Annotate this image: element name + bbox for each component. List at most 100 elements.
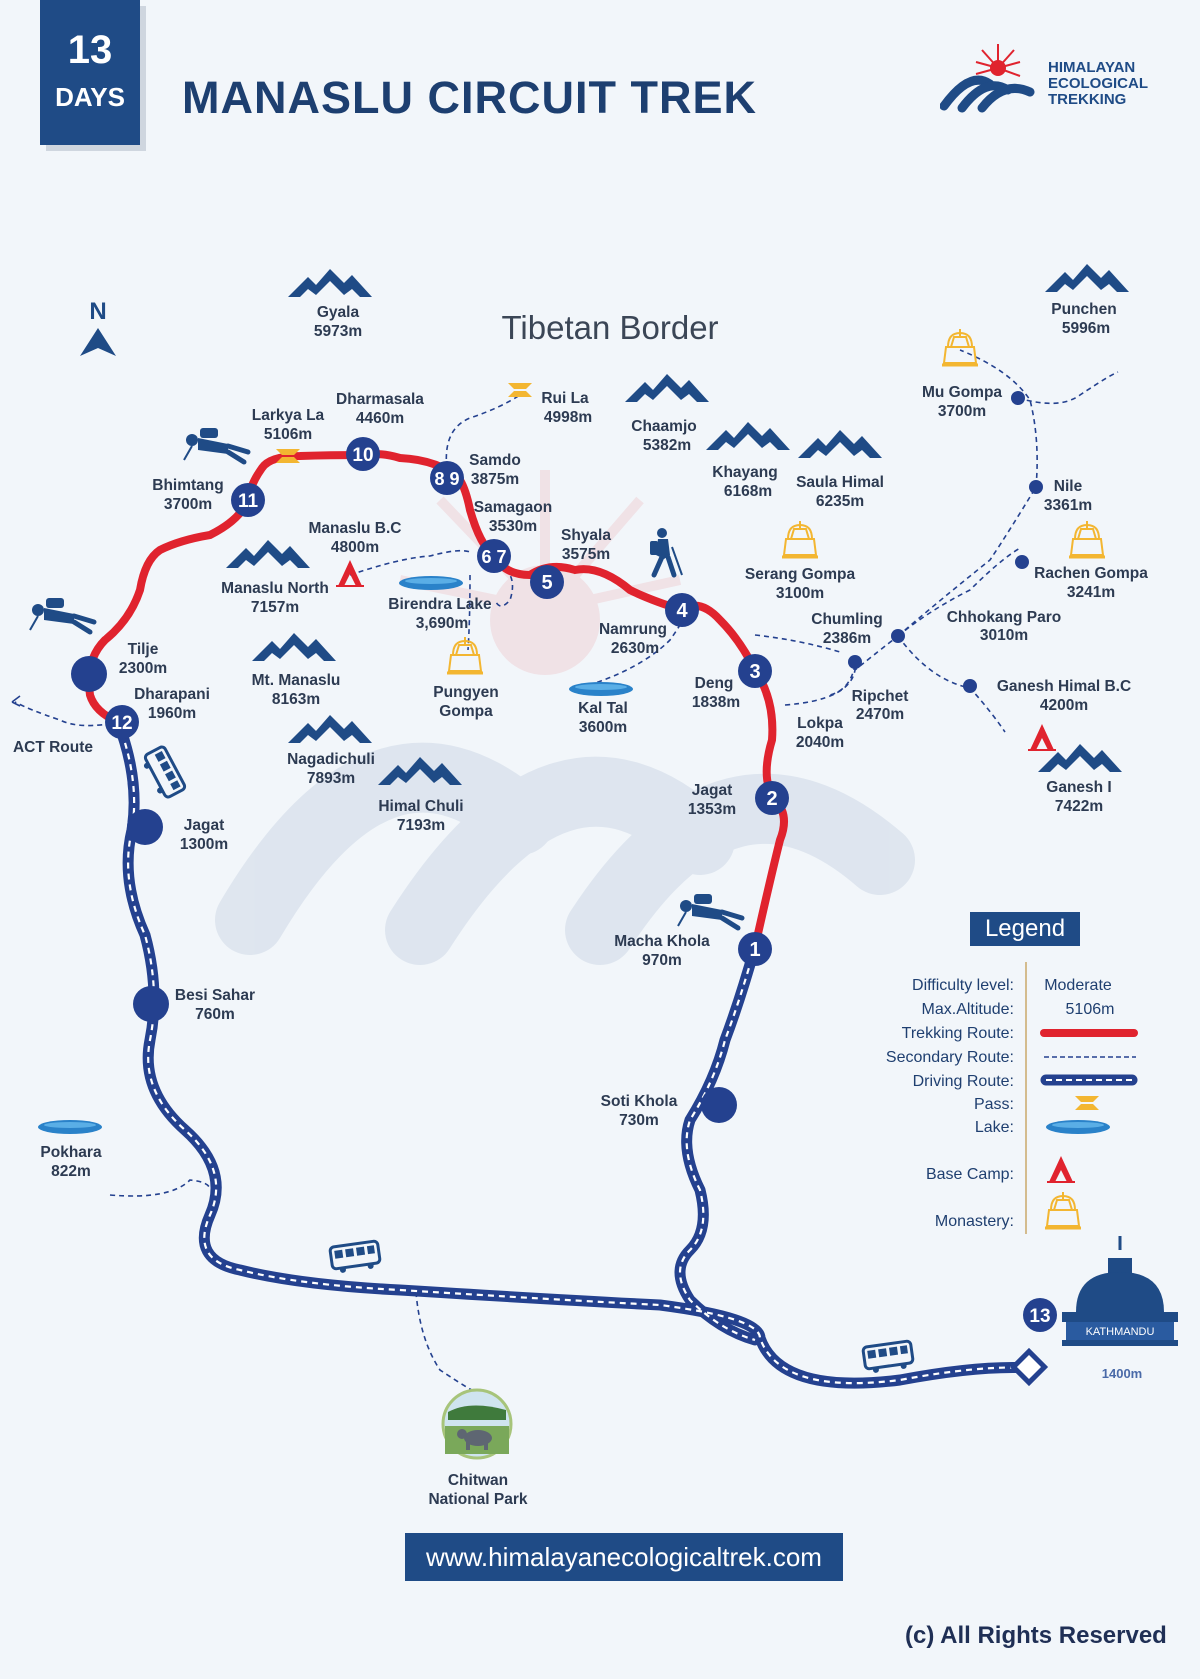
legend-label-base-camp: Base Camp: (926, 1166, 1014, 1183)
stop-marker-4: 4 (665, 593, 699, 627)
svg-text:11: 11 (238, 491, 259, 512)
birendra-lake-alt: 3,690m (416, 615, 469, 632)
tibetan-border-label: Tibetan Border (501, 309, 718, 346)
chhokang-name: Chhokang Paro (947, 609, 1062, 626)
ganesh-bc-alt: 4200m (1040, 697, 1088, 714)
mountain-icon (226, 540, 310, 568)
legend-label-monastery: Monastery: (935, 1213, 1014, 1230)
serang-gompa-name: Serang Gompa (745, 566, 856, 583)
stop-10-name: Dharmasala (336, 391, 424, 408)
rui-la-alt: 4998m (544, 409, 592, 426)
days-label: DAYS (55, 82, 125, 112)
stop-8-9-alt: 3875m (471, 471, 519, 488)
stop-4-name: Namrung (599, 621, 667, 638)
stop-marker-5: 5 (530, 565, 564, 599)
tilje-alt: 2300m (119, 660, 167, 677)
stop-11-name: Bhimtang (152, 477, 223, 494)
tilje-name: Tilje (128, 641, 159, 658)
driving-route-dashes (116, 721, 1031, 1385)
kal-tal-alt: 3600m (579, 719, 627, 736)
stop-marker-12: 12 (105, 705, 139, 739)
svg-text:8 9: 8 9 (434, 469, 459, 489)
peak-punchen-alt: 5996m (1062, 320, 1110, 337)
lake-icon (399, 576, 463, 590)
stop-6-7-name: Samagaon (474, 499, 552, 516)
peak-chaamjo-name: Chaamjo (631, 418, 696, 435)
lake-icon (38, 1120, 102, 1134)
ganesh-bc-name: Ganesh Himal B.C (997, 678, 1131, 695)
page-title: MANASLU CIRCUIT TREK (182, 72, 757, 123)
bus-icon (328, 1239, 383, 1276)
stupa-icon (940, 327, 980, 367)
peak-nagadichuli-alt: 7893m (307, 770, 355, 787)
rachen-gompa-alt: 3241m (1067, 584, 1115, 601)
stop-3-name: Deng (695, 675, 734, 692)
svg-text:5: 5 (541, 572, 552, 594)
mountain-icon (288, 269, 372, 297)
lokpa-alt: 2040m (796, 734, 844, 751)
hiker-icon (650, 528, 682, 575)
svg-text:6 7: 6 7 (481, 547, 506, 567)
mu-gompa-alt: 3700m (938, 403, 986, 420)
nile-name: Nile (1054, 478, 1083, 495)
lake-icon (569, 682, 633, 696)
stop-marker-11: 11 (231, 483, 265, 517)
peak-ganesh-alt: 7422m (1055, 798, 1103, 815)
peak-nagadichuli-name: Nagadichuli (287, 751, 375, 768)
pokhara-alt: 822m (51, 1163, 91, 1180)
peak-himal-chuli-alt: 7193m (397, 817, 445, 834)
logo-line-1: HIMALAYAN (1048, 59, 1136, 76)
days-number: 13 (67, 28, 113, 72)
chhokang-alt: 3010m (980, 627, 1028, 644)
copyright-notice: (c) All Rights Reserved (905, 1622, 1167, 1649)
trekking-route (85, 450, 788, 951)
climber-icon (184, 428, 248, 462)
peak-khayang-alt: 6168m (724, 483, 772, 500)
logo-text: HIMALAYAN ECOLOGICAL TREKKING (1048, 60, 1148, 108)
bus-icon (138, 744, 188, 803)
jagat-lower-alt: 1300m (180, 836, 228, 853)
larkya-la-name: Larkya La (252, 407, 325, 424)
website-link[interactable]: www.himalayanecologicaltrek.com (405, 1533, 843, 1581)
pass-icon (508, 383, 532, 397)
stop-marker-8-9: 8 9 (430, 461, 464, 495)
peak-saula-alt: 6235m (816, 493, 864, 510)
legend-label-pass: Pass: (974, 1096, 1014, 1113)
stupa-icon (445, 635, 485, 675)
svg-text:3: 3 (749, 661, 760, 683)
stop-marker-3: 3 (738, 654, 772, 688)
peak-manaslu-north-name: Manaslu North (221, 580, 329, 597)
pokhara-name: Pokhara (40, 1144, 102, 1161)
peak-gyala-alt: 5973m (314, 323, 362, 340)
stop-6-7-alt: 3530m (489, 518, 537, 535)
legend-label-secondary: Secondary Route: (886, 1049, 1014, 1066)
stop-marker-13: 13 (1023, 1298, 1057, 1332)
legend-label-driving: Driving Route: (913, 1073, 1014, 1090)
besi-sahar-name: Besi Sahar (175, 987, 255, 1004)
pungyen-name: Pungyen (433, 684, 498, 701)
stupa-icon (780, 519, 820, 559)
base-camp-icon (1046, 1155, 1076, 1183)
chitwan-name: Chitwan (448, 1472, 508, 1489)
manaslu-bc-name: Manaslu B.C (308, 520, 401, 537)
watermark-logo (215, 470, 915, 965)
north-arrow: N (78, 298, 118, 363)
serang-gompa-alt: 3100m (776, 585, 824, 602)
stop-2-alt: 1353m (688, 801, 736, 818)
mountain-icon (252, 633, 336, 661)
sun-mountain-logo-icon (939, 44, 1035, 113)
stop-11-alt: 3700m (164, 496, 212, 513)
peak-khayang-name: Khayang (712, 464, 777, 481)
chitwan-alt: National Park (428, 1491, 527, 1508)
kathmandu-altitude: 1400m (1102, 1366, 1142, 1381)
legend-label-difficulty: Difficulty level: (912, 977, 1014, 994)
stupa-icon (1043, 1190, 1083, 1230)
mountain-icon (288, 715, 372, 743)
svg-text:4: 4 (676, 600, 688, 622)
pungyen-alt: Gompa (439, 703, 493, 720)
chumling-name: Chumling (811, 611, 882, 628)
legend-label-altitude: Max.Altitude: (922, 1001, 1014, 1018)
rui-la-name: Rui La (541, 390, 589, 407)
jagat-lower-name: Jagat (184, 817, 225, 834)
